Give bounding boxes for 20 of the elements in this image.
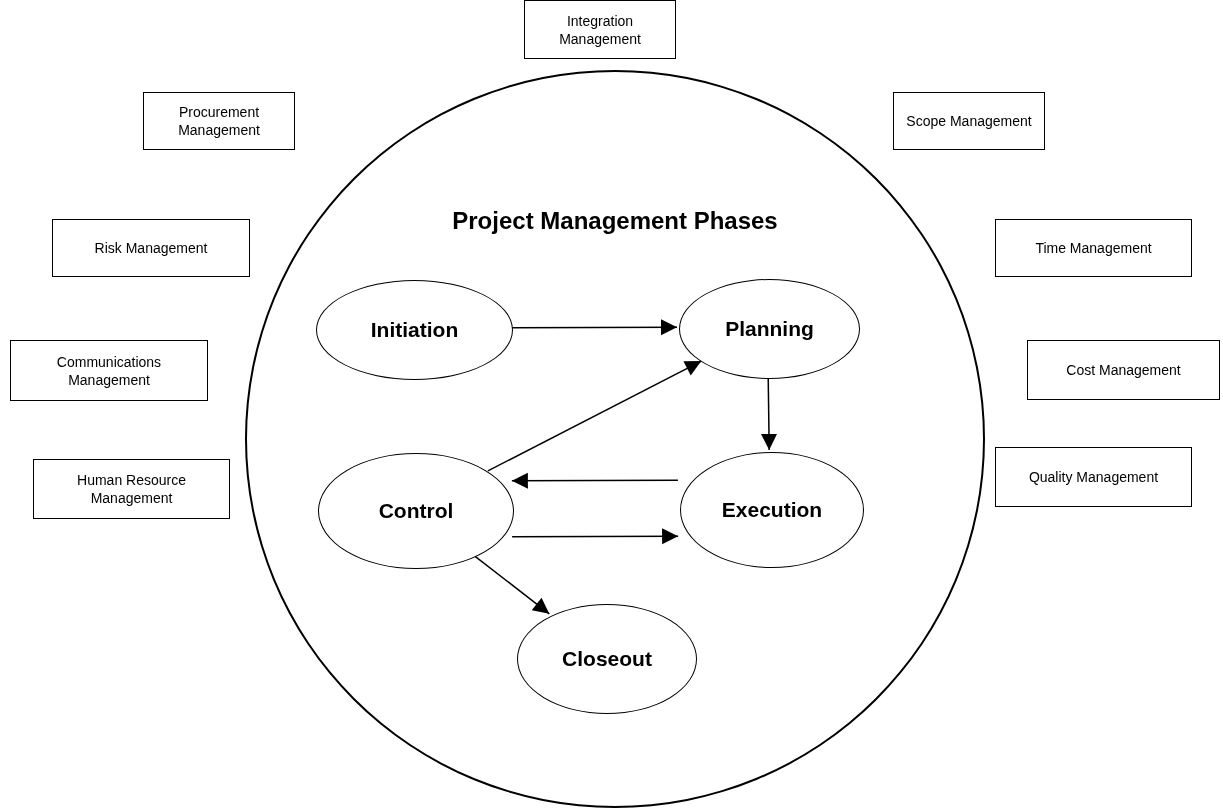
arrow bbox=[511, 472, 679, 489]
management-area-box: Integration Management bbox=[524, 0, 676, 59]
management-area-box: Risk Management bbox=[52, 219, 250, 277]
management-area-box: Quality Management bbox=[995, 447, 1192, 507]
phase-ellipse: Execution bbox=[680, 452, 864, 568]
arrow bbox=[761, 376, 777, 451]
circle-heading: Project Management Phases bbox=[451, 207, 779, 235]
management-area-box: Communications Management bbox=[10, 340, 208, 401]
phase-ellipse: Control bbox=[318, 453, 514, 569]
management-area-box: Procurement Management bbox=[143, 92, 295, 150]
phase-ellipse: Planning bbox=[679, 279, 860, 379]
phase-ellipse: Closeout bbox=[517, 604, 697, 714]
management-area-box: Time Management bbox=[995, 219, 1192, 277]
arrow bbox=[487, 360, 703, 472]
arrow bbox=[510, 319, 678, 336]
phase-ellipse: Initiation bbox=[316, 280, 513, 380]
management-area-box: Scope Management bbox=[893, 92, 1045, 150]
management-area-box: Human Resource Management bbox=[33, 459, 230, 519]
arrow bbox=[511, 528, 679, 545]
management-area-box: Cost Management bbox=[1027, 340, 1220, 400]
